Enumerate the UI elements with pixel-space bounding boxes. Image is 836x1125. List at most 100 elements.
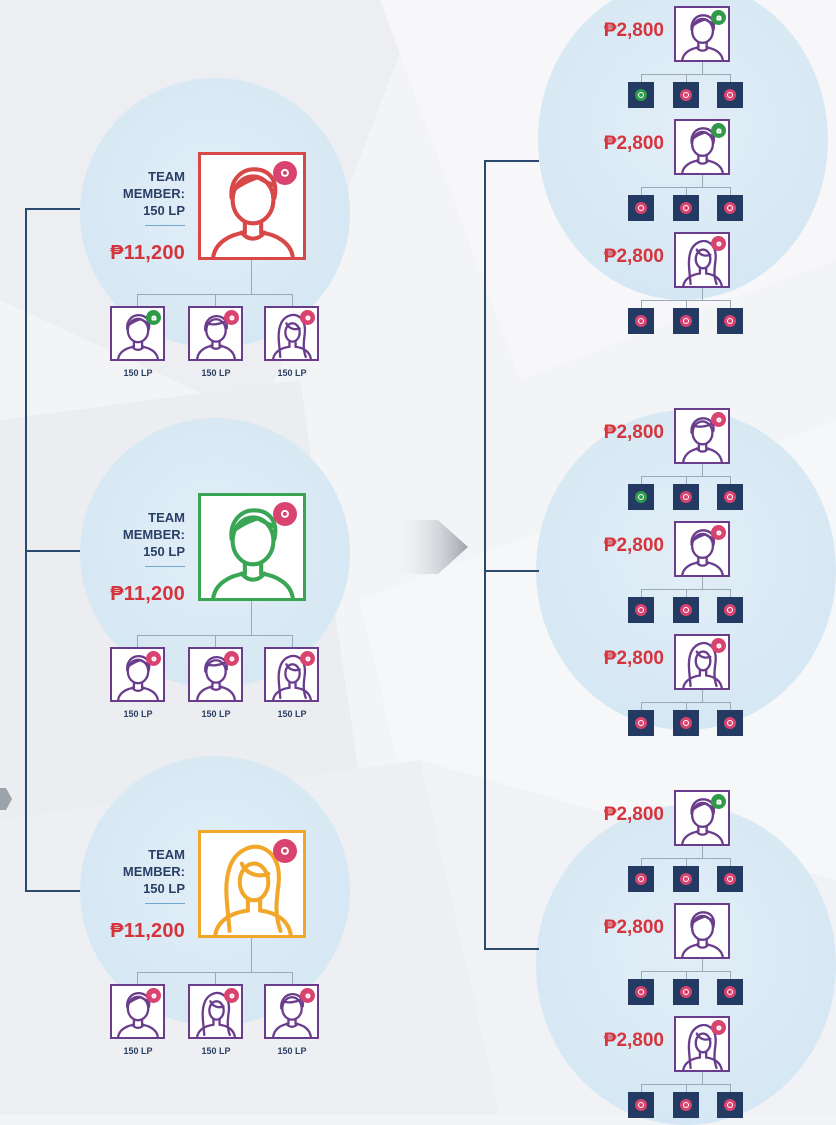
downline-lp-label: 150 LP	[277, 709, 307, 719]
connector-line	[686, 858, 687, 866]
connector-line	[702, 62, 703, 74]
status-badge-pink-icon	[146, 651, 161, 666]
female-avatar-icon	[682, 239, 723, 286]
downline-square	[717, 979, 743, 1005]
status-badge-pink-icon	[635, 717, 647, 729]
status-badge-pink-icon	[711, 525, 726, 540]
downline-square	[717, 484, 743, 510]
status-badge-pink-icon	[680, 1099, 692, 1111]
connector-line	[641, 702, 642, 710]
status-badge-pink-icon	[711, 412, 726, 427]
male-avatar-icon	[211, 167, 295, 257]
connector-line	[484, 160, 539, 162]
connector-line	[702, 1072, 703, 1084]
connector-line	[686, 1084, 687, 1092]
label-divider	[145, 566, 185, 567]
status-badge-pink-icon	[635, 986, 647, 998]
downline-square	[673, 979, 699, 1005]
team-member-avatar	[198, 493, 306, 601]
female-avatar-icon	[682, 641, 723, 688]
downline-square	[628, 195, 654, 221]
status-badge-green-icon	[711, 10, 726, 25]
status-badge-pink-icon	[724, 89, 736, 101]
status-badge-pink-icon	[711, 638, 726, 653]
connector-line	[702, 846, 703, 858]
downline-square	[628, 597, 654, 623]
status-badge-pink-icon	[724, 986, 736, 998]
downline-earnings: ₱2,800	[603, 246, 664, 267]
downline-earnings: ₱2,800	[603, 804, 664, 825]
downline-lp-label: 150 LP	[123, 709, 153, 719]
team-member-avatar	[198, 830, 306, 938]
status-badge-pink-icon	[273, 839, 297, 863]
downline-lp-label: 150 LP	[201, 1046, 231, 1056]
connector-line	[730, 971, 731, 979]
downline-square	[673, 866, 699, 892]
connector-line	[730, 702, 731, 710]
status-badge-pink-icon	[224, 988, 239, 1003]
downline-lp-label: 150 LP	[201, 709, 231, 719]
status-badge-pink-icon	[635, 315, 647, 327]
downline-avatar	[674, 408, 730, 464]
status-badge-pink-icon	[224, 651, 239, 666]
downline-avatar	[110, 984, 165, 1039]
status-badge-pink-icon	[224, 310, 239, 325]
downline-avatar	[674, 521, 730, 577]
status-badge-pink-icon	[680, 491, 692, 503]
status-badge-pink-icon	[680, 202, 692, 214]
connector-line	[25, 208, 80, 210]
connector-line	[730, 476, 731, 484]
downline-earnings: ₱2,800	[603, 648, 664, 669]
status-badge-green-icon	[146, 310, 161, 325]
connector-line	[25, 550, 80, 552]
downline-square	[628, 82, 654, 108]
downline-avatar	[110, 306, 165, 361]
downline-square	[673, 308, 699, 334]
label-divider	[145, 903, 185, 904]
connector-line	[641, 589, 642, 597]
connector-line	[292, 635, 293, 647]
downline-avatar	[674, 1016, 730, 1072]
connector-line	[484, 570, 539, 572]
downline-square	[673, 710, 699, 736]
status-badge-pink-icon	[635, 873, 647, 885]
female-avatar-icon	[271, 654, 313, 700]
status-badge-green-icon	[711, 123, 726, 138]
connector-line	[484, 160, 486, 950]
downline-lp-label: 150 LP	[123, 1046, 153, 1056]
female-avatar-icon	[682, 1023, 723, 1070]
connector-line	[730, 1084, 731, 1092]
downline-square	[717, 597, 743, 623]
right-arrow-icon	[392, 520, 468, 574]
male-avatar-icon	[211, 508, 295, 598]
male-avatar-icon	[681, 911, 724, 957]
status-badge-green-icon	[635, 491, 647, 503]
connector-line	[686, 971, 687, 979]
team-member-earnings: ₱11,200	[110, 920, 185, 942]
downline-square	[717, 866, 743, 892]
connector-line	[730, 858, 731, 866]
downline-square	[628, 866, 654, 892]
status-badge-pink-icon	[680, 873, 692, 885]
team-member-label: TEAM MEMBER: 150 LP	[95, 846, 185, 904]
downline-square	[717, 195, 743, 221]
male-avatar-icon	[116, 654, 160, 700]
downline-avatar	[264, 984, 319, 1039]
downline-avatar	[188, 306, 243, 361]
downline-lp-label: 150 LP	[277, 1046, 307, 1056]
downline-avatar	[264, 306, 319, 361]
downline-square	[628, 484, 654, 510]
connector-line	[251, 938, 252, 972]
downline-square	[673, 195, 699, 221]
downline-avatar	[188, 984, 243, 1039]
connector-line	[702, 464, 703, 476]
connector-line	[251, 260, 252, 294]
connector-line	[292, 972, 293, 984]
status-badge-pink-icon	[635, 1099, 647, 1111]
status-badge-pink-icon	[724, 873, 736, 885]
status-badge-pink-icon	[635, 604, 647, 616]
downline-square	[628, 979, 654, 1005]
connector-line	[215, 635, 216, 647]
status-badge-pink-icon	[680, 315, 692, 327]
